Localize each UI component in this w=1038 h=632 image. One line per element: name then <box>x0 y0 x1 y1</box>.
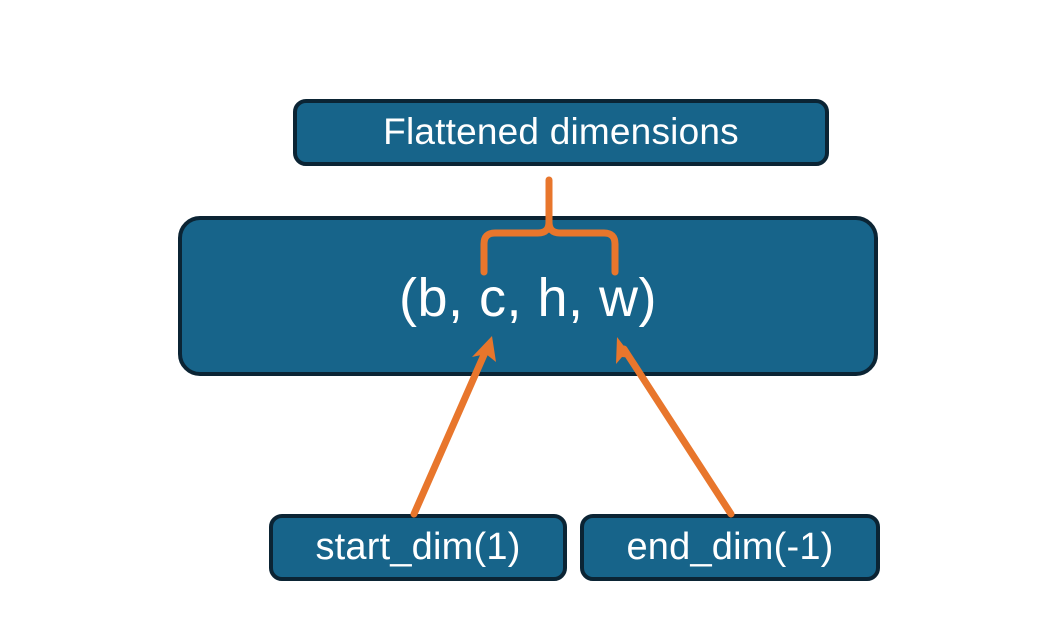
node-end-dim[interactable]: end_dim(-1) <box>580 514 880 581</box>
node-start-dim-label: start_dim(1) <box>315 525 521 568</box>
node-start-dim[interactable]: start_dim(1) <box>269 514 567 581</box>
node-flattened-dimensions-label: Flattened dimensions <box>383 111 739 153</box>
node-tensor-shape[interactable]: (b, c, h, w) <box>178 216 878 376</box>
node-flattened-dimensions[interactable]: Flattened dimensions <box>293 99 829 166</box>
node-end-dim-label: end_dim(-1) <box>626 525 834 568</box>
node-tensor-shape-label: (b, c, h, w) <box>398 267 658 328</box>
